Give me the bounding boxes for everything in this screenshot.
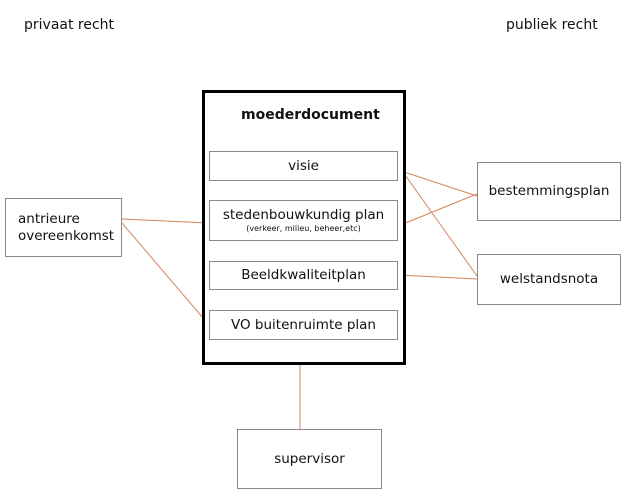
node-visie: visie	[209, 151, 398, 181]
node-antrieure-overeenkomst: antrieure overeenkomst	[5, 198, 122, 257]
line-beeldkwaliteit-welstandsnota	[397, 274, 478, 280]
line-overeenkomst-vo-buitenruimte	[121, 222, 210, 326]
node-supervisor-label: supervisor	[274, 450, 345, 467]
node-welstandsnota: welstandsnota	[477, 254, 621, 305]
node-antrieure-label-line1: antrieure	[18, 210, 80, 227]
heading-privaat-recht: privaat recht	[24, 17, 115, 33]
node-supervisor: supervisor	[237, 429, 382, 489]
node-stedenbouwkundig-label: stedenbouwkundig plan	[222, 206, 385, 223]
node-beeldkwaliteitplan: Beeldkwaliteitplan	[209, 261, 398, 290]
line-stedenbouwkundig-bestemmingsplan	[397, 193, 478, 227]
node-antrieure-label-line2: overeenkomst	[18, 227, 115, 244]
node-welstandsnota-label: welstandsnota	[499, 271, 599, 288]
node-vo-buitenruimte-plan: VO buitenruimte plan	[209, 310, 398, 340]
node-stedenbouwkundig-sublabel: (verkeer, milieu, beheer,etc)	[246, 224, 361, 234]
node-bestemmingsplan-label: bestemmingsplan	[488, 183, 610, 200]
line-overeenkomst-stedenbouwkundig	[121, 218, 210, 224]
node-beeldkwaliteitplan-label: Beeldkwaliteitplan	[241, 267, 366, 284]
line-visie-bestemmingsplan	[397, 169, 478, 197]
node-bestemmingsplan: bestemmingsplan	[477, 162, 621, 221]
heading-publiek-recht: publiek recht	[506, 17, 598, 33]
node-stedenbouwkundig-plan: stedenbouwkundig plan (verkeer, milieu, …	[209, 200, 398, 241]
line-visie-welstandsnota	[397, 164, 478, 277]
node-visie-label: visie	[288, 157, 319, 174]
moederdocument-title: moederdocument	[241, 107, 380, 123]
node-vo-buitenruimte-label: VO buitenruimte plan	[231, 316, 376, 333]
